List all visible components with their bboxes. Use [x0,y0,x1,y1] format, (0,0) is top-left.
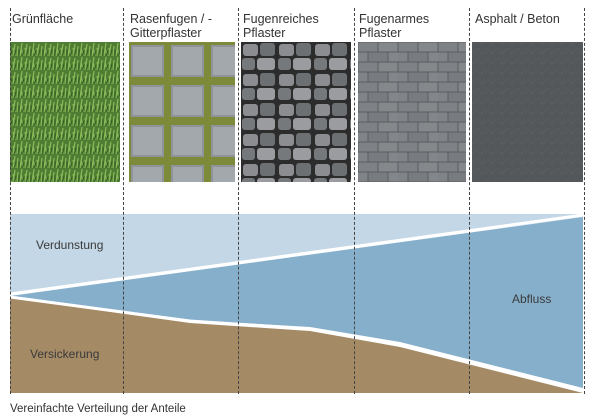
column-label-joint-rich-paving: Fugenreiches Pflaster [243,12,319,40]
infiltration-area [10,298,583,393]
grass-paver-texture [129,42,235,182]
column-divider [354,8,355,394]
runoff-area [10,217,583,388]
caption: Vereinfachte Verteilung der Anteile [10,403,186,415]
cobblestone-texture [241,42,351,182]
asphalt-texture [472,42,583,182]
column-divider [238,8,239,394]
evaporation-label: Verdunstung [36,238,104,252]
infiltration-label: Versickerung [30,347,100,361]
column-label-grass-pavers: Rasenfugen / - Gitterpflaster [130,12,212,40]
column-divider [123,8,124,394]
evaporation-runoff-boundary [9,213,584,296]
runoff-label: Abfluss [512,292,552,306]
column-label-asphalt-concrete: Asphalt / Beton [475,12,560,26]
grass-texture [10,42,120,182]
brick-paver-texture [358,42,466,182]
column-label-joint-poor-paving: Fugenarmes Pflaster [359,12,430,40]
column-divider [584,8,585,394]
column-divider [10,8,11,394]
column-label-green-area: Grünfläche [12,12,74,26]
column-divider [469,8,470,394]
surface-textures [10,42,583,182]
runoff-infiltration-boundary [9,295,584,392]
